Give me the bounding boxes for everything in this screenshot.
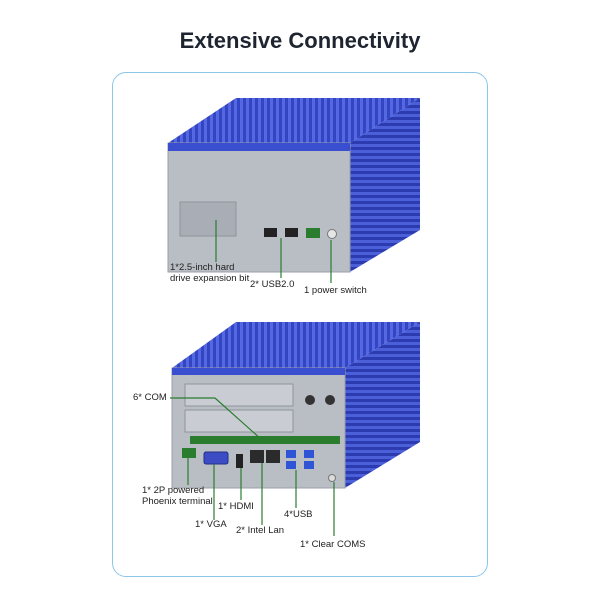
hdd-label-line2: drive expansion bit: [170, 273, 250, 284]
expansion-slot: [184, 409, 294, 433]
phoenix-label-line2: Phoenix terminal: [142, 496, 213, 507]
power-button: [327, 229, 337, 239]
top-heatsink: [168, 98, 420, 143]
vga-port: [203, 451, 229, 465]
top-device: [167, 98, 420, 283]
front-lip: [168, 143, 350, 151]
usb-port: [304, 450, 314, 458]
terminal-block: [306, 228, 320, 238]
usb-port: [286, 461, 296, 469]
side-heatsink: [345, 322, 420, 488]
side-heatsink: [350, 98, 420, 272]
front-lip: [172, 368, 345, 375]
bottom-device: [170, 322, 420, 536]
usb2-label: 2* USB2.0: [250, 279, 295, 290]
phoenix-terminal: [182, 448, 196, 458]
page-title: Extensive Connectivity: [179, 28, 421, 53]
com-terminal: [190, 436, 340, 444]
usb-port: [286, 450, 296, 458]
vga-label: 1* VGA: [195, 519, 227, 530]
antenna-hole: [325, 395, 335, 405]
clear-cmos-button: [328, 474, 336, 482]
com-label: 6* COM: [133, 392, 167, 403]
hdmi-port: [236, 454, 243, 468]
usb-port: [304, 461, 314, 469]
phoenix-label: 1* 2P powered: [142, 485, 205, 496]
lan-label: 2* Intel Lan: [236, 525, 285, 536]
top-heatsink: [172, 322, 420, 368]
usb-port: [285, 228, 298, 237]
hdd-label: 1*2.5-inch hard: [170, 262, 235, 273]
clear-cmos-label: 1* Clear COMS: [300, 539, 366, 550]
lan-port: [250, 450, 264, 463]
hdmi-label: 1* HDMI: [218, 501, 254, 512]
hdd-bay: [179, 201, 237, 237]
usb-port: [264, 228, 277, 237]
expansion-slot: [184, 383, 294, 407]
lan-port: [266, 450, 280, 463]
power-switch-label: 1 power switch: [304, 285, 367, 296]
usb3-label: 4*USB: [284, 509, 313, 520]
antenna-hole: [305, 395, 315, 405]
